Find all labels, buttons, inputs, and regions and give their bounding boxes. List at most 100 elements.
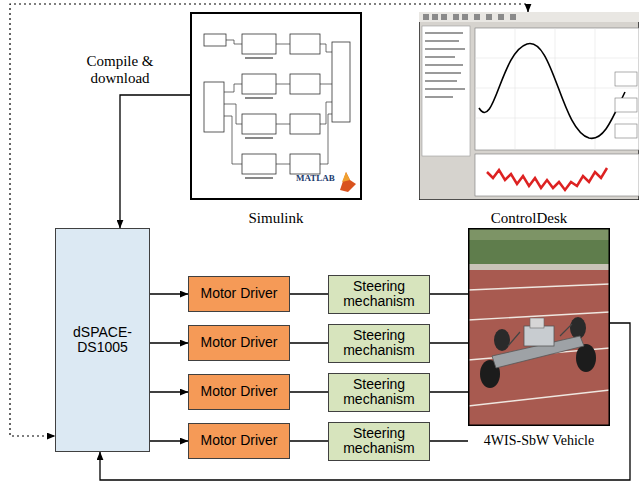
simulink-screenshot-part — [290, 154, 320, 174]
node-caption: ControlDesk — [491, 210, 568, 227]
controller-box: dSPACE-DS1005 — [55, 228, 150, 452]
simulink-screenshot-part — [204, 34, 226, 46]
controldesk-screenshot-part — [425, 80, 457, 82]
controldesk-screenshot-part — [425, 72, 461, 74]
signal-arrow — [430, 342, 468, 343]
vehicle-photo-part — [468, 264, 610, 270]
driver-box: Motor Driver — [188, 325, 290, 361]
signal-arrow — [150, 391, 188, 392]
edge-label: Compile & download — [74, 53, 166, 88]
simulink-screenshot-part — [224, 104, 242, 124]
simulink-screenshot-part — [276, 44, 290, 164]
simulink-screenshot-part — [342, 172, 350, 182]
controldesk-screenshot-part — [419, 12, 639, 22]
simulink-screenshot-part — [242, 74, 276, 94]
simulink-screenshot-part — [242, 34, 276, 54]
node-caption: 4WIS-SbW Vehicle — [484, 433, 594, 448]
controldesk-screenshot-part — [441, 14, 447, 20]
simulink-screenshot-part — [245, 137, 273, 139]
box-label: Steering mechanism — [334, 279, 424, 310]
simulink-screenshot-part — [245, 177, 273, 179]
simulink-screenshot-part — [245, 57, 273, 179]
box-label: Motor Driver — [200, 286, 277, 301]
vehicle-node: 4WIS-SbW Vehicle — [468, 228, 610, 448]
controldesk-screenshot-part — [422, 26, 470, 156]
controldesk-screenshot-part — [425, 40, 459, 42]
vehicle-photo-part — [570, 317, 586, 339]
controldesk-screenshot-part — [615, 98, 637, 112]
box-label: dSPACE-DS1005 — [61, 325, 144, 356]
vehicle-photo-part — [468, 228, 610, 264]
controldesk-screenshot-part — [432, 14, 438, 20]
controldesk-screenshot-part — [475, 154, 639, 196]
simulink-screenshot-part — [224, 84, 242, 92]
node-caption: Simulink — [248, 210, 303, 227]
simulink-screenshot-part — [224, 116, 242, 164]
vehicle-photo — [468, 228, 610, 426]
driver-box: Motor Driver — [188, 374, 290, 410]
controldesk-screenshot-part — [615, 124, 637, 138]
mechanism-box: Steering mechanism — [328, 422, 430, 461]
signal-arrow — [120, 95, 190, 228]
simulink-screenshot-part — [204, 82, 224, 132]
software-screenshot: Simulink — [190, 12, 362, 226]
vehicle-photo-part — [576, 344, 596, 372]
mechanism-box: Steering mechanism — [328, 324, 430, 363]
simulink-screenshot-part — [340, 172, 356, 192]
vehicle-photo-part — [468, 390, 610, 406]
controldesk-screenshot-part — [453, 14, 459, 20]
signal-arrow — [430, 391, 468, 392]
signal-arrow — [290, 342, 328, 343]
controldesk-screenshot-part — [425, 48, 465, 50]
simulink-screenshot-part — [245, 97, 273, 99]
signal-arrow — [150, 440, 188, 441]
driver-box: Motor Driver — [188, 276, 290, 312]
controldesk-screenshot-part — [425, 96, 453, 98]
vehicle-photo-part — [468, 228, 610, 240]
controldesk-screenshot-part — [510, 14, 516, 20]
signal-arrow — [290, 391, 328, 392]
controldesk-screenshot-part — [479, 44, 625, 139]
vehicle-photo-part — [469, 229, 610, 426]
simulink-screenshot-part — [204, 34, 350, 174]
signal-arrow — [150, 293, 188, 294]
controldesk-screenshot-part — [475, 28, 639, 150]
controldesk-screenshot-part — [425, 56, 455, 58]
vehicle-photo-part — [468, 228, 610, 426]
logo-text: MATLAB — [296, 173, 335, 183]
controldesk-screenshot-part — [487, 168, 607, 190]
controldesk-screenshot-part — [425, 32, 463, 34]
controldesk-screenshot-part — [419, 12, 639, 200]
box-label: Steering mechanism — [334, 328, 424, 359]
vehicle-photo-part — [508, 324, 572, 346]
controldesk-screenshot-part — [615, 72, 637, 86]
simulink-screenshot-part — [226, 40, 242, 44]
vehicle-photo-part — [494, 329, 510, 351]
controldesk-screenshot-part — [475, 28, 639, 150]
simulink-screenshot-part — [290, 74, 320, 94]
signal-arrow — [430, 293, 468, 294]
controldesk-screenshot-part — [423, 14, 429, 20]
controldesk-screenshot-part — [498, 14, 504, 20]
driver-box: Motor Driver — [188, 423, 290, 459]
controldesk-screenshot-part — [475, 28, 639, 150]
signal-arrow — [290, 293, 328, 294]
box-label: Motor Driver — [200, 335, 277, 350]
simulink-screenshot-part — [332, 42, 350, 122]
vehicle-photo-part — [468, 284, 610, 406]
controldesk-screenshot-part — [425, 32, 465, 98]
box-label: Motor Driver — [200, 384, 277, 399]
controldesk-screenshot-part — [474, 14, 480, 20]
simulink-screenshot-part — [290, 114, 320, 134]
controldesk-screenshot — [419, 12, 639, 200]
vehicle-photo-part — [530, 318, 544, 328]
vehicle-photo-part — [524, 326, 554, 346]
controldesk-screenshot-part — [425, 64, 463, 66]
mechanism-box: Steering mechanism — [328, 275, 430, 314]
box-label: Steering mechanism — [334, 426, 424, 457]
simulink-screenshot — [190, 12, 362, 200]
signal-arrow — [150, 342, 188, 343]
simulink-screenshot-part — [191, 13, 361, 199]
controldesk-screenshot-part — [615, 72, 637, 138]
